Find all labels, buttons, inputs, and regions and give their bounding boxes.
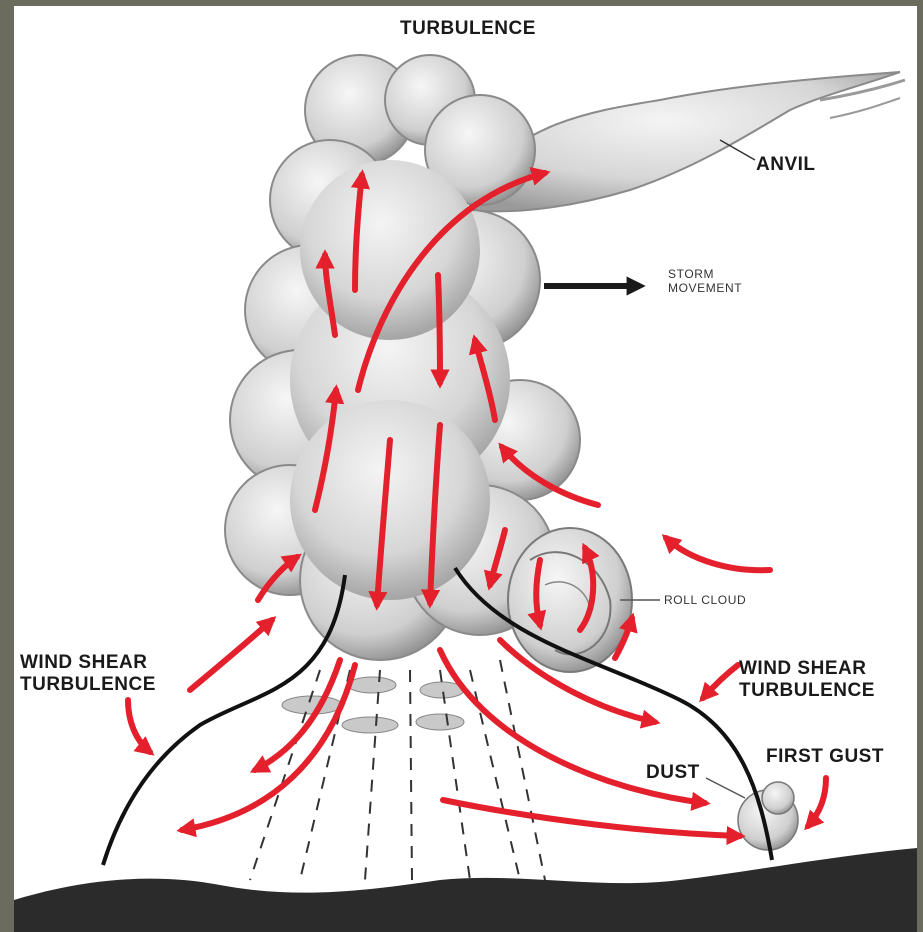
title-label: TURBULENCE bbox=[400, 18, 536, 40]
wind-shear-right-pointer bbox=[703, 665, 738, 698]
anvil-label: ANVIL bbox=[756, 154, 816, 176]
first-gust-label: FIRST GUST bbox=[766, 746, 884, 768]
first-gust-pointer bbox=[808, 778, 826, 826]
diagram-frame: TURBULENCE ANVIL STORM MOVEMENT ROLL CLO… bbox=[14, 6, 917, 932]
rain-shafts bbox=[250, 660, 545, 880]
roll-cloud bbox=[508, 528, 632, 672]
storm-movement-label: STORM MOVEMENT bbox=[668, 268, 742, 296]
wind-shear-left-pointer bbox=[128, 700, 150, 752]
wind-shear-right-label: WIND SHEAR TURBULENCE bbox=[739, 658, 875, 702]
roll-cloud-label: ROLL CLOUD bbox=[664, 594, 746, 608]
inflow-arrow bbox=[666, 538, 770, 570]
dust-leader bbox=[706, 778, 745, 798]
outflow-arrow bbox=[443, 800, 740, 836]
dust-label: DUST bbox=[646, 762, 700, 784]
outflow-arrow bbox=[255, 660, 340, 770]
updraft-arrow bbox=[190, 620, 272, 690]
thunderstorm-diagram bbox=[14, 6, 917, 932]
downdraft-arrow bbox=[438, 275, 440, 383]
ground bbox=[14, 848, 917, 932]
wind-shear-left-label: WIND SHEAR TURBULENCE bbox=[20, 652, 156, 696]
